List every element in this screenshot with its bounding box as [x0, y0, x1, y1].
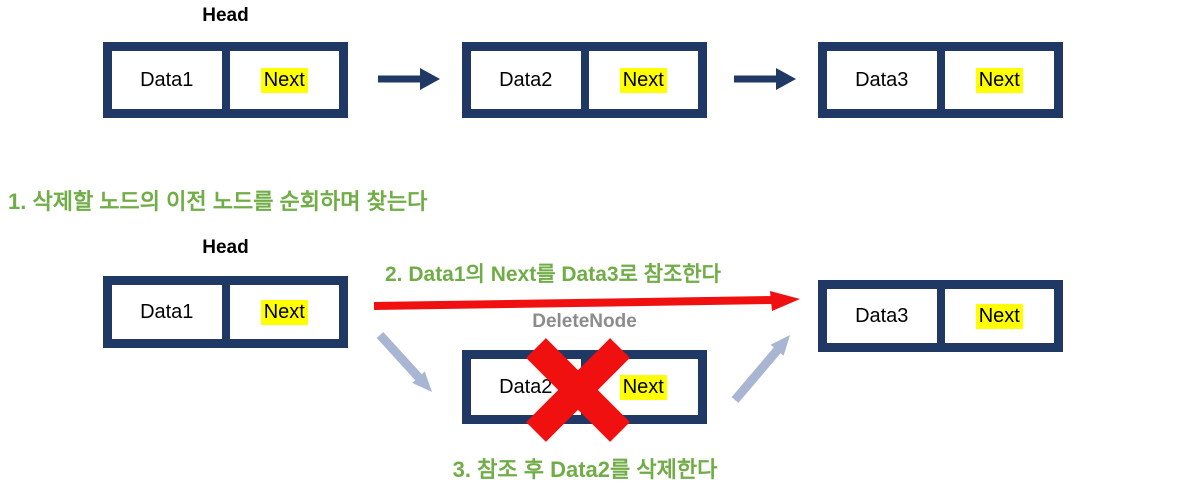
node-data-label: Data3	[855, 304, 909, 327]
node-pointer-label: Next	[619, 374, 667, 400]
node-data2-top: Data2 Next	[462, 42, 707, 118]
node-pointer-cell: Next	[588, 51, 698, 109]
head-label-top: Head	[202, 5, 249, 26]
node-data3-top: Data3 Next	[818, 42, 1063, 118]
head-label-bottom: Head	[202, 237, 249, 258]
node-data-cell: Data3	[827, 51, 937, 109]
node-pointer-label: Next	[975, 67, 1023, 93]
node-pointer-cell: Next	[944, 51, 1054, 109]
gray-arrow-to-deletenode-icon	[376, 331, 432, 392]
deletenode-label: DeleteNode	[532, 311, 637, 332]
node-pointer-cell: Next	[944, 289, 1054, 343]
node-data1-top: Data1 Next	[103, 42, 348, 118]
delete-x-icon	[526, 338, 630, 442]
node-data1-bottom: Data1 Next	[103, 276, 348, 348]
link-arrow-1-icon	[378, 68, 440, 90]
node-data-label: Data3	[855, 68, 909, 91]
node-data-cell: Data1	[112, 285, 222, 339]
gray-arrow-to-data3-icon	[731, 335, 790, 403]
step3-caption: 3. 참조 후 Data2를 삭제한다	[452, 457, 718, 482]
node-data-cell: Data3	[827, 289, 937, 343]
step2-caption: 2. Data1의 Next를 Data3로 참조한다	[385, 263, 722, 286]
node-pointer-label: Next	[260, 67, 308, 93]
link-arrow-2-icon	[734, 68, 796, 90]
step1-caption: 1. 삭제할 노드의 이전 노드를 순회하며 찾는다	[8, 189, 428, 214]
node-data3-bottom: Data3 Next	[818, 280, 1063, 352]
node-pointer-cell: Next	[229, 51, 339, 109]
node-data-label: Data1	[140, 300, 194, 323]
node-data-cell: Data2	[471, 51, 581, 109]
node-data-label: Data2	[499, 375, 553, 398]
node-data-label: Data1	[140, 68, 194, 91]
node-pointer-label: Next	[975, 303, 1023, 329]
node-data-label: Data2	[499, 68, 553, 91]
node-data-cell: Data1	[112, 51, 222, 109]
node-pointer-cell: Next	[229, 285, 339, 339]
red-reference-arrow-icon	[373, 291, 800, 311]
node-pointer-label: Next	[619, 67, 667, 93]
node-pointer-label: Next	[260, 299, 308, 325]
